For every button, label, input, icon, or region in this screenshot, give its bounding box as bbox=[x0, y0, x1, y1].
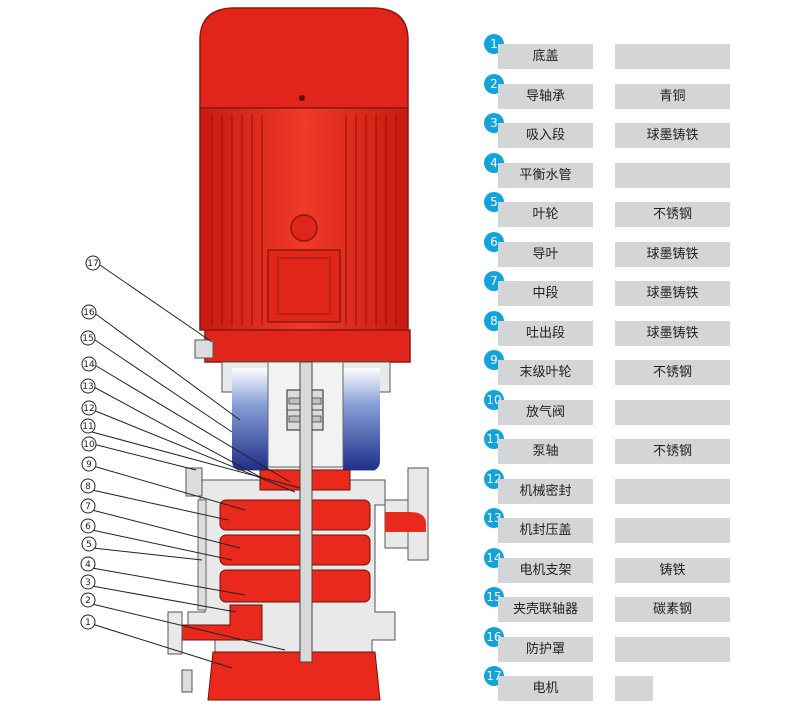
part-number-badge: 11 bbox=[484, 429, 504, 449]
part-material: 球墨铸铁 bbox=[615, 320, 730, 346]
part-material bbox=[615, 399, 730, 425]
svg-text:8: 8 bbox=[85, 482, 91, 492]
motor-cooling-fins bbox=[211, 115, 397, 325]
svg-text:16: 16 bbox=[83, 308, 95, 318]
svg-text:14: 14 bbox=[83, 360, 95, 370]
svg-text:5: 5 bbox=[86, 540, 92, 550]
part-name: 电机支架 bbox=[498, 557, 593, 583]
motor-terminal-box bbox=[267, 249, 341, 323]
pump-shaft bbox=[299, 361, 313, 663]
pump-cutaway-diagram: 17 16 15 14 13 12 11 10 9 8 7 6 5 4 3 2 … bbox=[80, 7, 429, 701]
part-name: 吸入段 bbox=[498, 123, 593, 148]
svg-text:12: 12 bbox=[83, 404, 94, 414]
svg-text:7: 7 bbox=[85, 502, 91, 512]
part-material: 球墨铸铁 bbox=[615, 241, 730, 267]
part-name: 叶轮 bbox=[498, 202, 593, 227]
part-material: 球墨铸铁 bbox=[615, 123, 730, 148]
part-name: 导叶 bbox=[498, 241, 593, 267]
pump-casing bbox=[167, 361, 429, 701]
stage-2 bbox=[219, 534, 371, 566]
part-material bbox=[615, 518, 730, 543]
svg-text:9: 9 bbox=[86, 460, 92, 470]
motor-cable-gland-icon bbox=[290, 214, 318, 242]
motor-flange bbox=[204, 329, 411, 363]
svg-text:1: 1 bbox=[85, 618, 91, 628]
part-name: 泵轴 bbox=[498, 439, 593, 464]
part-name: 吐出段 bbox=[498, 320, 593, 346]
svg-text:17: 17 bbox=[87, 259, 98, 269]
motor-support bbox=[194, 339, 391, 471]
part-material: 不锈钢 bbox=[615, 202, 730, 227]
svg-text:6: 6 bbox=[85, 522, 91, 532]
part-name: 夹壳联轴器 bbox=[498, 597, 593, 622]
stage-3 bbox=[219, 569, 371, 603]
part-material: 球墨铸铁 bbox=[615, 281, 730, 306]
part-material: 不锈钢 bbox=[615, 360, 730, 385]
part-material: 碳素钢 bbox=[615, 597, 730, 622]
part-name: 平衡水管 bbox=[498, 162, 593, 188]
part-name: 末级叶轮 bbox=[498, 360, 593, 385]
drain-plug bbox=[181, 669, 193, 693]
part-material: 铸铁 bbox=[615, 557, 730, 583]
part-name: 放气阀 bbox=[498, 399, 593, 425]
svg-text:10: 10 bbox=[83, 440, 95, 450]
part-material bbox=[615, 478, 730, 504]
part-material: 不锈钢 bbox=[615, 439, 730, 464]
base-plate bbox=[207, 651, 381, 701]
part-material: 青铜 bbox=[615, 83, 730, 109]
balance-pipe bbox=[197, 499, 207, 611]
part-material bbox=[615, 162, 730, 188]
svg-text:3: 3 bbox=[85, 578, 91, 588]
motor bbox=[199, 7, 411, 363]
svg-text:4: 4 bbox=[85, 560, 91, 570]
svg-text:2: 2 bbox=[85, 596, 91, 606]
vent-valve bbox=[185, 467, 203, 497]
motor-lifting-eye-icon bbox=[299, 95, 305, 101]
support-cavity-left bbox=[232, 368, 268, 470]
part-name: 机械密封 bbox=[498, 478, 593, 504]
part-name: 导轴承 bbox=[498, 83, 593, 109]
part-name: 机封压盖 bbox=[498, 518, 593, 543]
part-name: 防护罩 bbox=[498, 636, 593, 662]
svg-text:15: 15 bbox=[82, 334, 93, 344]
part-name: 中段 bbox=[498, 281, 593, 306]
part-material bbox=[615, 636, 730, 662]
svg-text:11: 11 bbox=[82, 422, 93, 432]
support-cavity-right bbox=[343, 368, 380, 470]
part-name: 底盖 bbox=[498, 44, 593, 69]
callouts: 17 16 15 14 13 12 11 10 9 8 7 6 5 4 3 2 … bbox=[80, 255, 301, 669]
discharge-passage bbox=[385, 512, 426, 532]
suction-flange bbox=[167, 611, 183, 655]
part-material bbox=[615, 44, 730, 69]
part-name: 电机 bbox=[498, 676, 593, 701]
stage-1 bbox=[219, 499, 371, 531]
svg-text:13: 13 bbox=[82, 382, 93, 392]
part-material bbox=[615, 676, 653, 701]
motor-top-cover bbox=[199, 7, 409, 109]
